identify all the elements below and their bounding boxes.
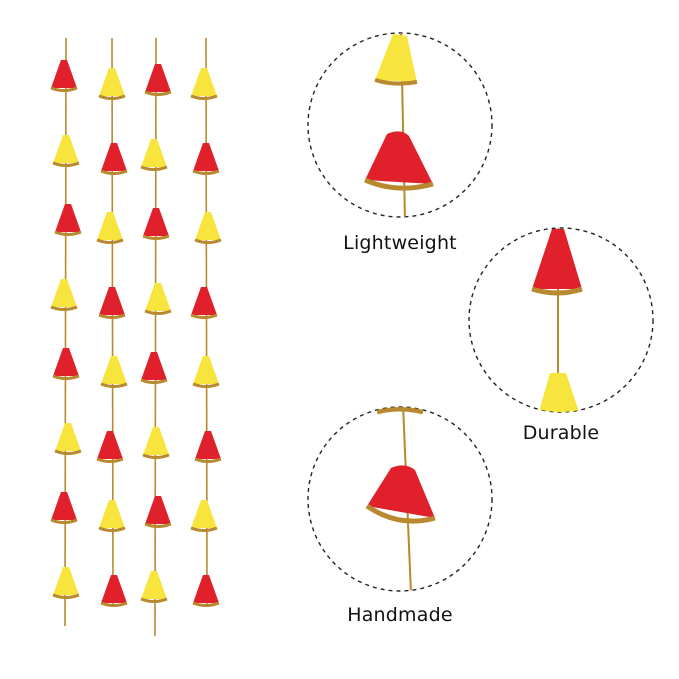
- red-flower: [96, 431, 124, 463]
- lightweight-label: Lightweight: [343, 232, 457, 254]
- red-flower: [52, 348, 80, 380]
- yellow-flower: [52, 135, 80, 167]
- strand-thread: [154, 37, 157, 637]
- yellow-flower: [192, 356, 220, 388]
- red-flower: [192, 575, 220, 607]
- red-flower: [365, 131, 433, 184]
- handmade-label: Handmade: [347, 604, 453, 626]
- red-flower: [144, 496, 172, 528]
- yellow-flower: [142, 427, 170, 459]
- yellow-flower: [140, 571, 168, 603]
- yellow-flower: [54, 423, 82, 455]
- yellow-flower: [375, 34, 417, 82]
- red-flower: [144, 64, 172, 96]
- red-flower: [142, 208, 170, 240]
- yellow-flower: [98, 500, 126, 532]
- red-flower: [50, 492, 78, 524]
- yellow-flower: [98, 68, 126, 100]
- red-flower: [140, 352, 168, 384]
- lightweight-detail-circle: [307, 32, 493, 218]
- yellow-flower: [194, 212, 222, 244]
- yellow-flower: [96, 212, 124, 244]
- red-flower: [532, 229, 582, 289]
- yellow-flower: [190, 68, 218, 100]
- yellow-flower: [190, 500, 218, 532]
- yellow-flower: [52, 567, 80, 599]
- red-flower: [192, 143, 220, 175]
- red-flower: [100, 575, 128, 607]
- red-flower: [100, 143, 128, 175]
- red-flower: [367, 465, 435, 518]
- durable-detail-circle: [468, 227, 654, 413]
- yellow-flower: [50, 279, 78, 311]
- yellow-flower: [538, 373, 580, 412]
- red-flower: [50, 60, 78, 92]
- red-flower: [54, 204, 82, 236]
- red-flower: [194, 431, 222, 463]
- strand-thread: [64, 37, 67, 627]
- durable-label: Durable: [522, 422, 600, 444]
- red-flower: [190, 287, 218, 319]
- yellow-flower: [140, 139, 168, 171]
- yellow-flower: [144, 283, 172, 315]
- yellow-flower: [100, 356, 128, 388]
- handmade-detail-circle: [307, 406, 493, 592]
- red-flower: [98, 287, 126, 319]
